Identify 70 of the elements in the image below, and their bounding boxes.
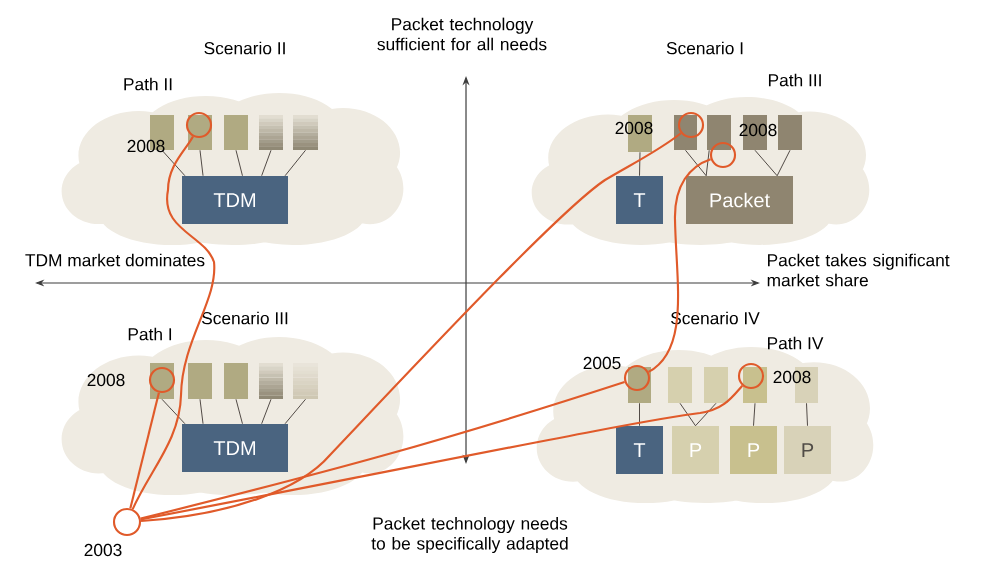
block (188, 363, 212, 399)
connector-line (235, 398, 243, 425)
year-label: 2008 (127, 139, 165, 153)
block (259, 363, 283, 399)
scenario-label: Scenario II (204, 41, 285, 55)
connector-line (639, 151, 641, 177)
scenario-label: Scenario III (201, 311, 288, 325)
connector-line (695, 402, 717, 427)
path-curve (647, 158, 711, 373)
connector-line (161, 149, 186, 177)
block (259, 115, 283, 150)
path-curve (129, 392, 160, 509)
axis-label: TDM market dominates (25, 253, 205, 267)
path-label: Path II (124, 77, 172, 91)
technology-box: Packet (686, 176, 793, 224)
path-label: Path III (768, 73, 821, 87)
technology-box: P (672, 426, 719, 474)
marker-circle (112, 507, 142, 537)
connector-line (639, 402, 640, 427)
connector-line (199, 398, 204, 425)
connector-line (261, 149, 272, 177)
connector-line (705, 149, 710, 177)
connector-line (284, 149, 306, 177)
marker-circle (185, 111, 213, 139)
connector-line (261, 398, 272, 425)
block (778, 115, 802, 150)
marker-circle (677, 111, 705, 139)
technology-box: TDM (182, 176, 288, 224)
marker-circle (737, 362, 765, 390)
connector-line (199, 149, 204, 177)
path-label: Path I (128, 327, 172, 341)
connector-line (161, 398, 186, 425)
year-label: 2008 (773, 370, 811, 384)
axis-label: Packet takes significant market share (767, 253, 950, 287)
connector-line (806, 402, 808, 427)
connector-line (679, 402, 696, 427)
technology-box: T (616, 176, 663, 224)
axis-label: Packet technology needs to be specifically adapted (371, 516, 568, 554)
year-label: 2008 (615, 121, 653, 135)
technology-box: T (616, 426, 663, 474)
technology-box: P (730, 426, 777, 474)
block (293, 115, 318, 150)
block (743, 367, 767, 403)
year-label: 2003 (84, 543, 122, 557)
block (707, 115, 731, 150)
connector-line (776, 149, 791, 177)
marker-circle (709, 141, 737, 169)
block (704, 367, 728, 403)
year-label: 2005 (583, 356, 621, 370)
connector-line (685, 149, 707, 177)
connector-line (235, 149, 243, 177)
path-curve (140, 385, 744, 521)
technology-box: TDM (182, 424, 288, 472)
marker-circle (148, 366, 176, 394)
connector-line (284, 398, 306, 425)
block (668, 367, 692, 403)
path-label: Path IV (768, 336, 824, 350)
path-curve (140, 132, 682, 523)
block (293, 363, 318, 399)
year-label: 2008 (87, 373, 125, 387)
marker-circle (623, 364, 651, 392)
technology-box: P (784, 426, 831, 474)
path-curve (131, 136, 216, 510)
block (224, 363, 248, 399)
axis-label: Packet technology sufficient for all needs (377, 17, 547, 51)
scenario-label: Scenario I (666, 41, 743, 55)
block (224, 115, 248, 150)
connector-line (753, 402, 756, 427)
connector-line (754, 149, 778, 177)
path-curve (140, 381, 625, 520)
